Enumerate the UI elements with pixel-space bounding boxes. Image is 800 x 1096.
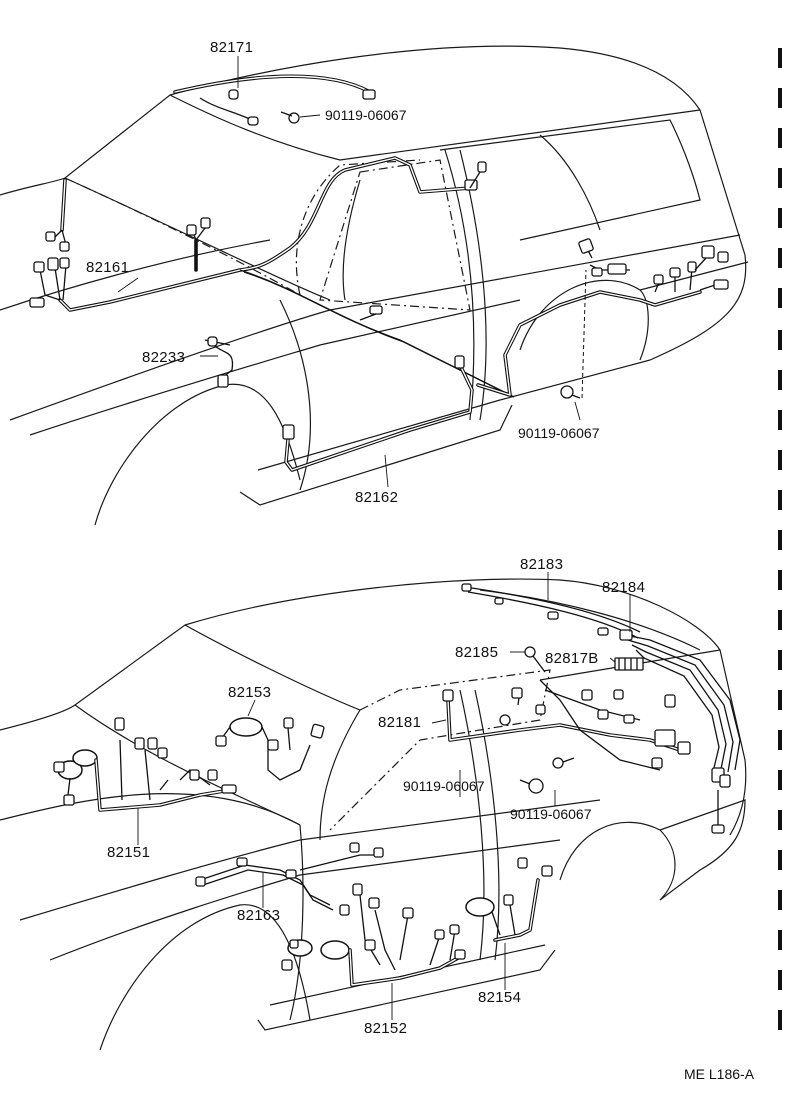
harness-82181	[442, 679, 691, 771]
bottom-car-view: 82183 82184 82185 82817B 82153 82181 901…	[0, 556, 747, 1051]
label-82233: 82233	[142, 349, 185, 366]
clip-top-a	[280, 111, 300, 124]
harness-82162	[282, 290, 702, 472]
drawing-code: ME L186-A	[684, 1066, 755, 1082]
top-car-view: 82171 90119-06067 82161 82233 90119-0606…	[0, 39, 749, 526]
label-90119-bottom-a: 90119-06067	[403, 778, 485, 794]
harness-door-front	[239, 269, 515, 398]
clip-bottom-a	[519, 778, 544, 794]
label-82817B: 82817B	[545, 650, 599, 667]
label-82184: 82184	[602, 579, 645, 596]
label-82185: 82185	[455, 644, 498, 661]
label-82161: 82161	[86, 259, 129, 276]
label-82151: 82151	[107, 844, 150, 861]
label-82163: 82163	[237, 907, 280, 924]
label-82183: 82183	[520, 556, 563, 573]
label-90119-top-a: 90119-06067	[325, 107, 407, 123]
bottom-car-body	[0, 578, 747, 1051]
clip-top-b	[560, 269, 587, 399]
part-82185	[524, 646, 546, 673]
harness-82184	[619, 629, 741, 834]
harness-82163	[195, 842, 384, 916]
harness-82151	[53, 717, 237, 812]
harness-rear-top	[578, 238, 729, 293]
harness-82153	[215, 717, 325, 781]
label-82171: 82171	[210, 39, 253, 56]
harness-82152	[281, 883, 466, 987]
label-90119-top-b: 90119-06067	[518, 425, 600, 441]
margin-ticks	[778, 48, 782, 1030]
label-82181: 82181	[378, 714, 421, 731]
harness-82233	[204, 336, 234, 388]
label-82154: 82154	[478, 989, 521, 1006]
harness-82154	[465, 857, 553, 942]
label-82153: 82153	[228, 684, 271, 701]
label-90119-bottom-b: 90119-06067	[510, 806, 592, 822]
label-82162: 82162	[355, 489, 398, 506]
part-82817B	[614, 657, 644, 671]
clip-bottom-b	[552, 757, 575, 769]
harness-82161	[29, 156, 487, 312]
harness-82171	[173, 74, 376, 126]
label-82152: 82152	[364, 1020, 407, 1037]
